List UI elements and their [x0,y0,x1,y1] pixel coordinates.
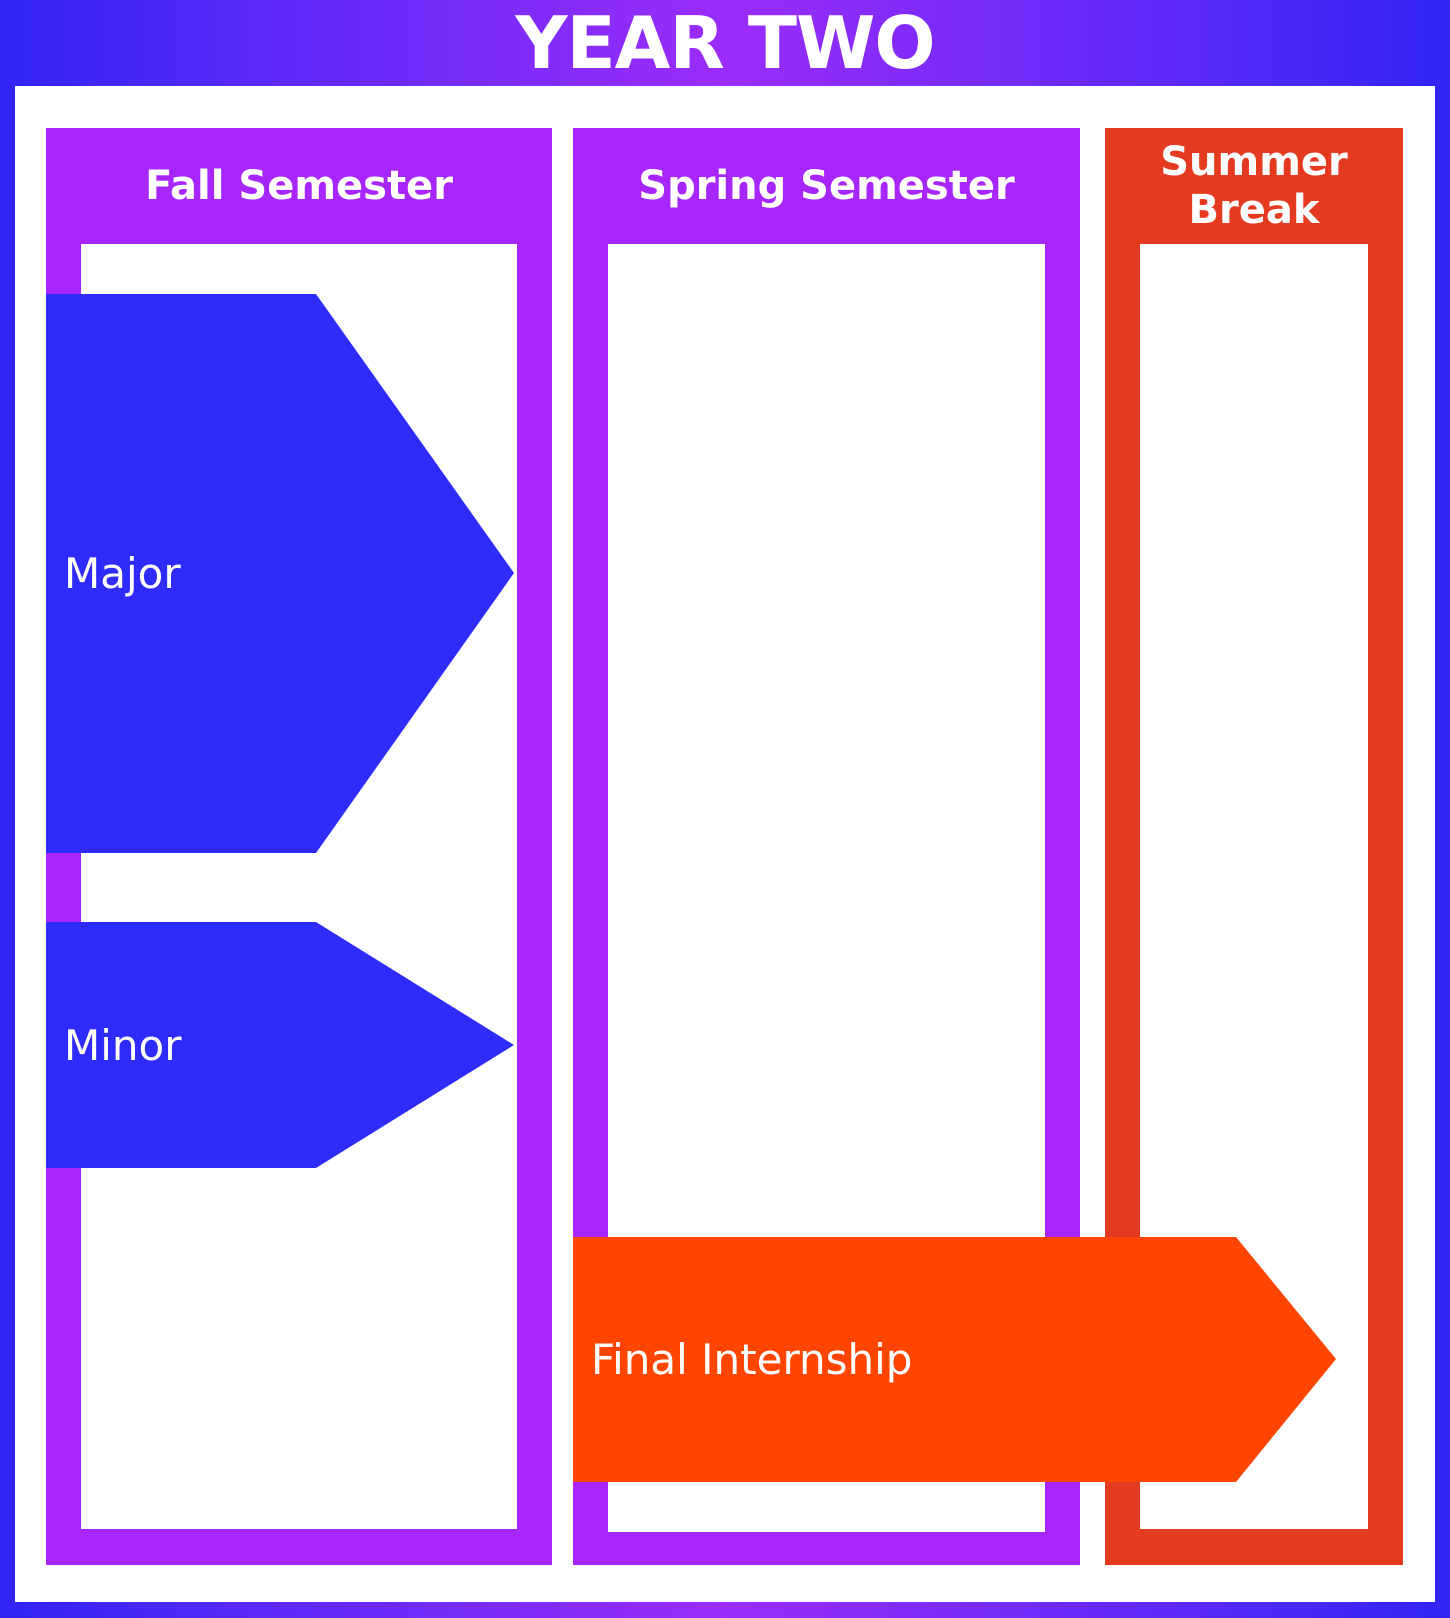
minor-arrow-shape [46,922,514,1168]
final-internship-arrow-shape [573,1237,1336,1482]
final-internship-arrow: Final Internship [573,1237,1336,1482]
final-internship-arrow-label: Final Internship [591,1335,913,1384]
minor-arrow-label: Minor [64,1020,182,1070]
page-title: YEAR TWO [515,1,935,85]
summer-break-header: Summer Break [1105,128,1403,244]
major-arrow: Major [46,294,514,853]
major-arrow-shape [46,294,514,853]
spring-semester-header: Spring Semester [638,163,1015,209]
summer-break-label: Summer Break [1160,139,1348,233]
fall-semester-header: Fall Semester [145,163,453,209]
minor-arrow: Minor [46,922,514,1168]
major-arrow-label: Major [64,549,181,598]
